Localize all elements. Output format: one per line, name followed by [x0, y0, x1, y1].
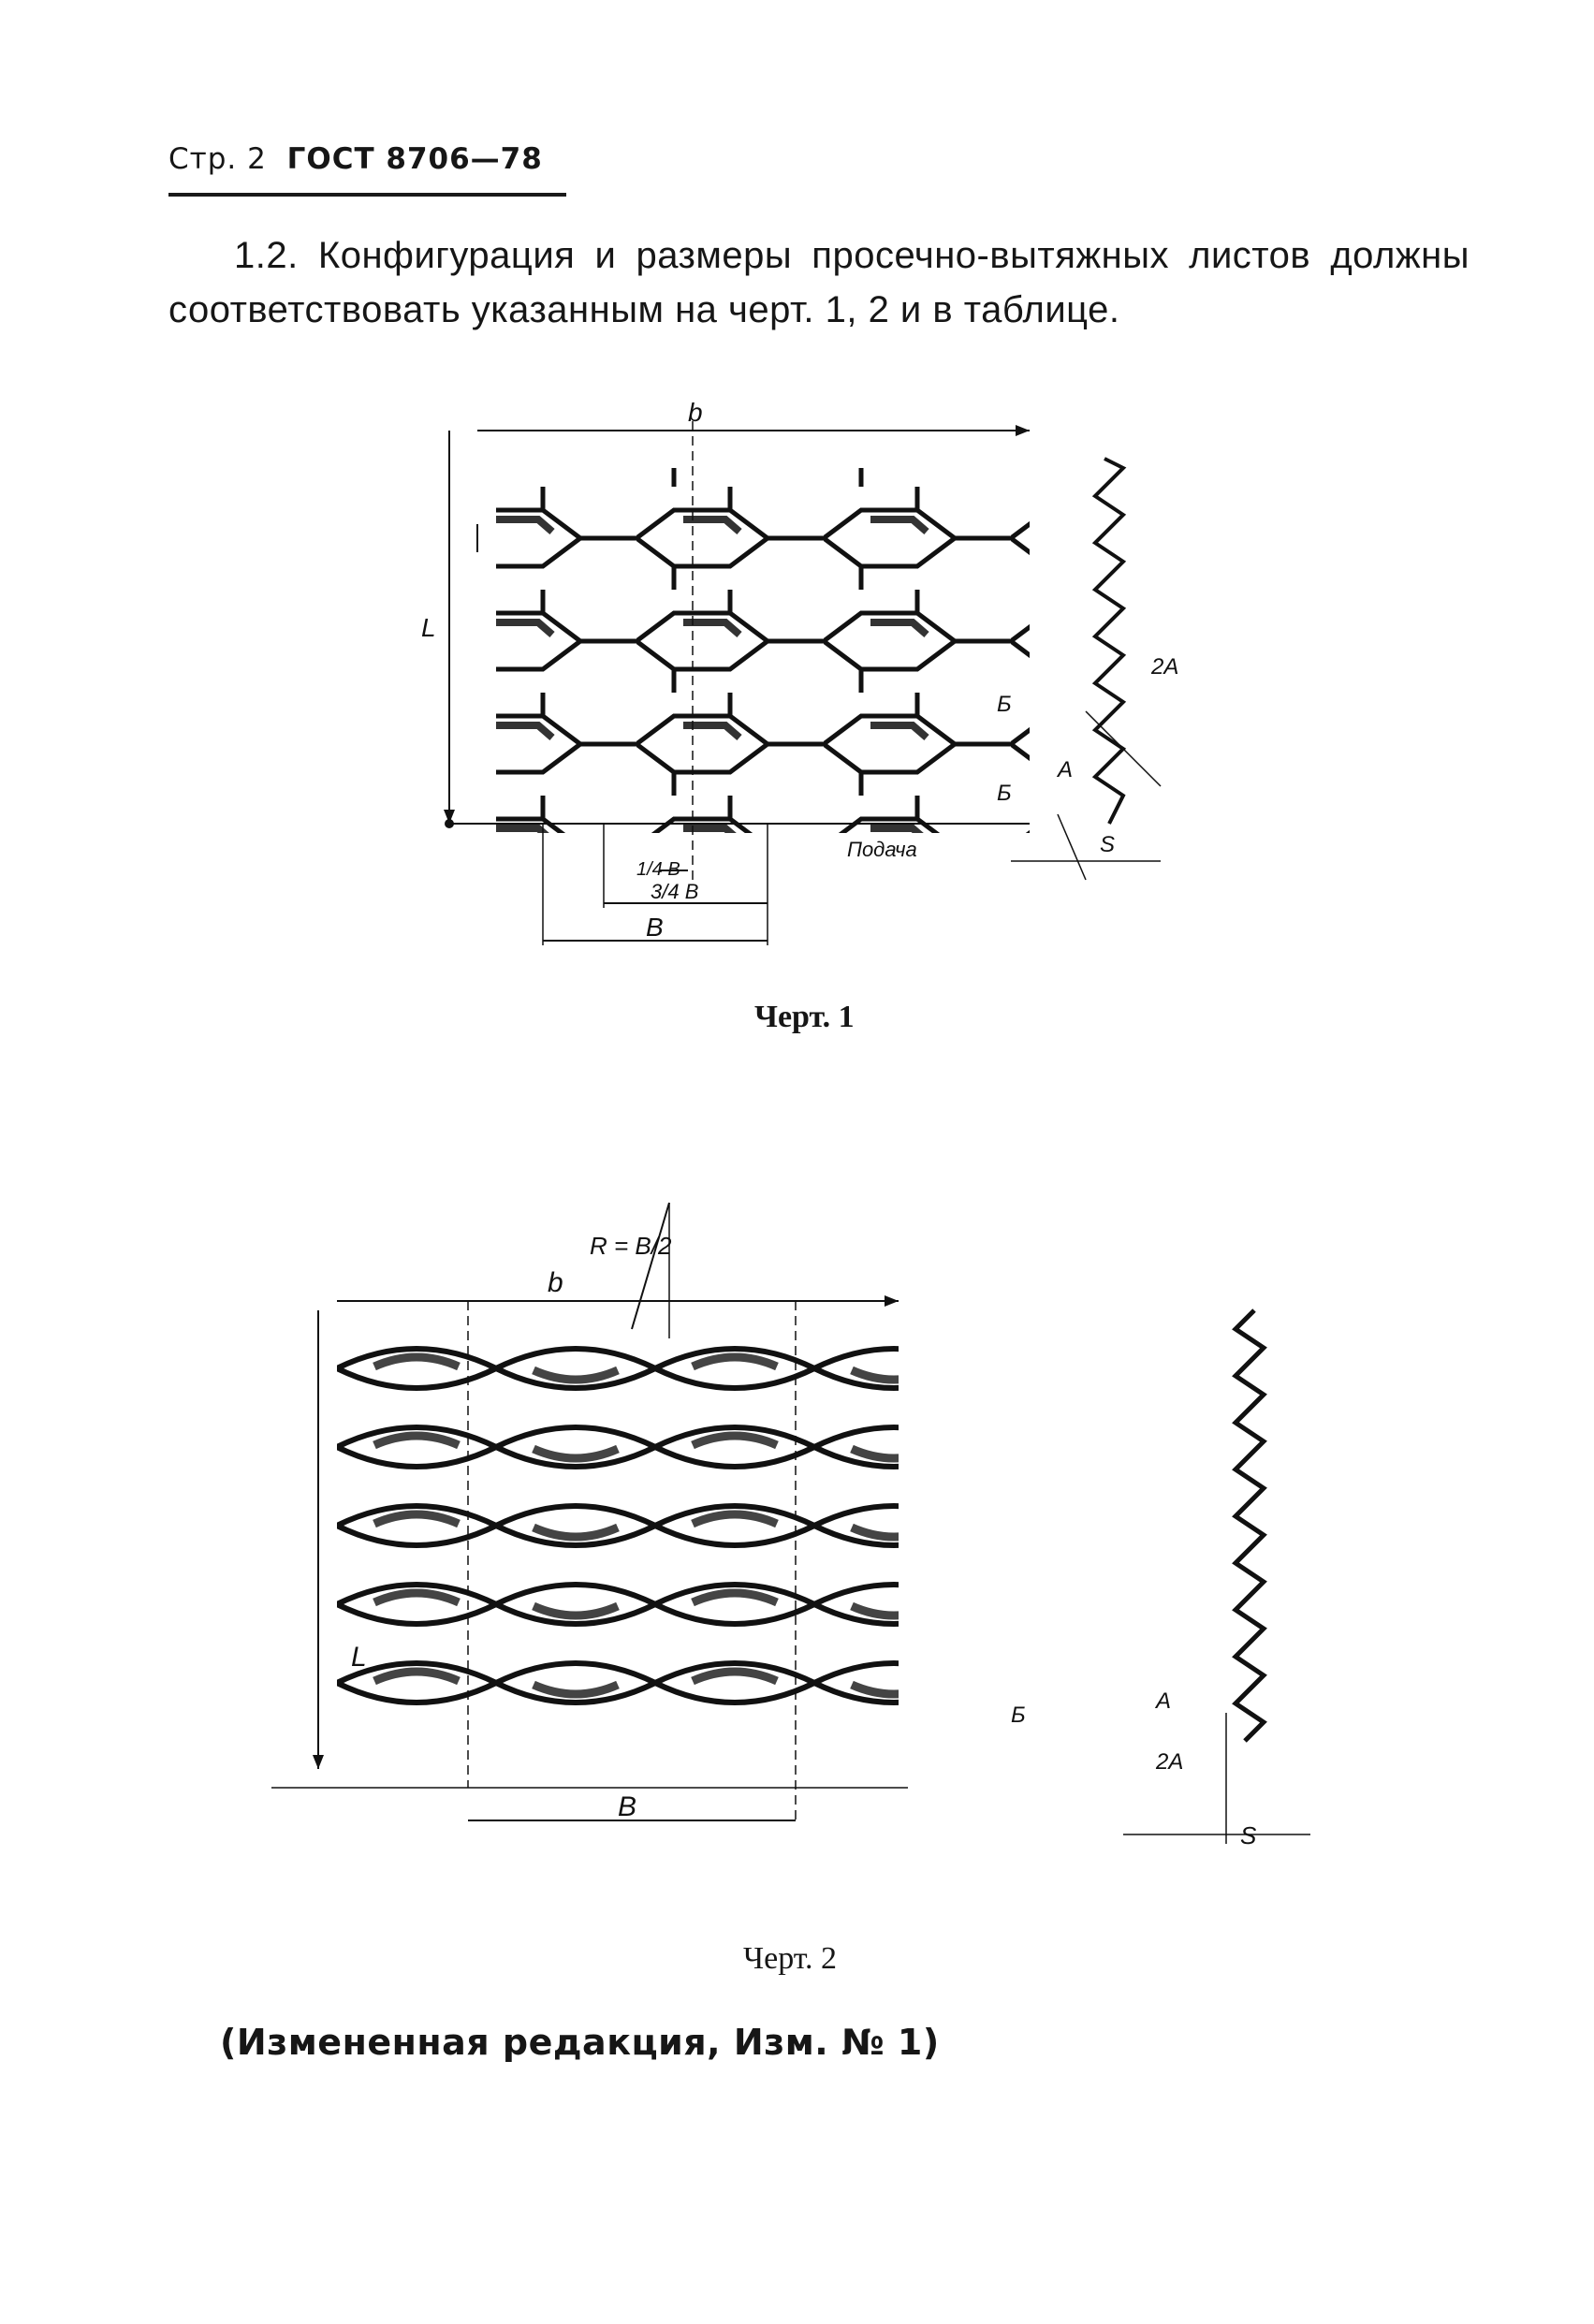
figure-2-caption: Черт. 2 — [743, 1941, 838, 1976]
figure-1-drawing: b L 1/4 B 3/4 B B Подача Б Б A 2A S — [421, 398, 1178, 945]
page-header: Стр. 2 ГОСТ 8706—78 — [168, 142, 566, 197]
figure-2-drawing: L b R = B/2 B Б A 2A S — [271, 1202, 1310, 1849]
standard-number: ГОСТ 8706—78 — [286, 142, 543, 176]
page-label: Стр. 2 — [168, 142, 267, 176]
fig1-label-2A: 2A — [1150, 654, 1178, 680]
fig2-label-L: L — [351, 1642, 367, 1673]
fig1-label-b-cyr-bottom: Б — [997, 781, 1012, 806]
fig1-label-feed: Подача — [847, 838, 917, 861]
fig2-label-b-cyr: Б — [1011, 1703, 1026, 1728]
figure-1-caption: Черт. 1 — [754, 1000, 855, 1034]
fig1-label-L: L — [421, 613, 436, 642]
clause-text: Конфигурация и размеры просечно-вытяжных… — [168, 235, 1470, 330]
fig1-label-three-quarter-B: 3/4 B — [651, 880, 698, 903]
fig2-label-b: b — [548, 1267, 563, 1298]
clause-number: 1.2. — [234, 235, 299, 276]
fig1-label-B: B — [646, 913, 664, 942]
amendment-note: (Измененная редакция, Изм. № 1) — [220, 2022, 940, 2063]
fig1-label-quarter-B: 1/4 B — [636, 859, 680, 880]
fig1-label-A: A — [1056, 757, 1073, 782]
fig2-label-R: R = B/2 — [590, 1232, 672, 1260]
fig1-label-b: b — [688, 398, 703, 427]
fig2-label-B: B — [618, 1791, 636, 1822]
fig1-label-S: S — [1100, 832, 1115, 857]
figure-2: L b R = B/2 B Б A 2A S — [271, 1189, 1329, 1881]
figure-1: b L 1/4 B 3/4 B B Подача Б Б A 2A S — [412, 374, 1254, 973]
clause-1-2: 1.2. Конфигурация и размеры просечно-выт… — [168, 228, 1470, 337]
fig2-label-2A: 2A — [1155, 1749, 1183, 1775]
fig2-label-A: A — [1154, 1688, 1171, 1714]
fig2-label-S: S — [1240, 1821, 1257, 1849]
fig1-label-b-cyr-top: Б — [997, 692, 1012, 717]
